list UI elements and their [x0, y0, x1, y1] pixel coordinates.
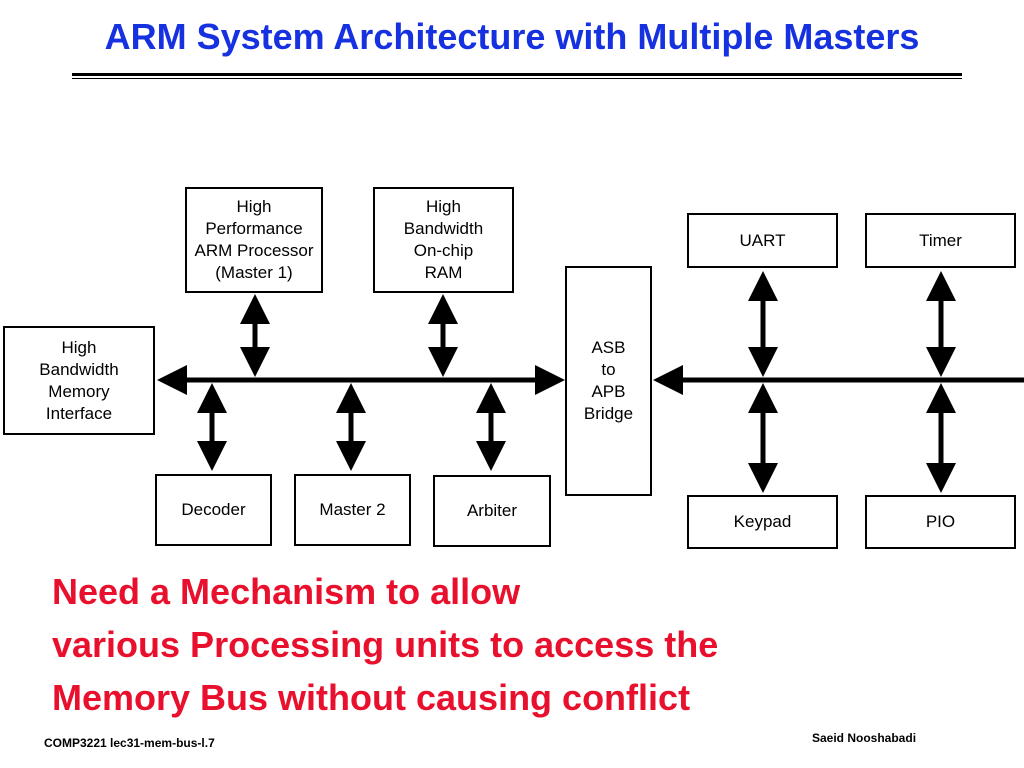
problem-line-2: various Processing units to access the [52, 624, 719, 665]
problem-statement: Need a Mechanism to allow various Proces… [52, 565, 718, 724]
uart-block: UART [687, 213, 838, 268]
bridge-block: ASB to APB Bridge [565, 266, 652, 496]
problem-line-3: Memory Bus without causing conflict [52, 677, 691, 718]
problem-line-1: Need a Mechanism to allow [52, 571, 521, 612]
onchip-ram-block: High Bandwidth On-chip RAM [373, 187, 514, 293]
footer-author: Saeid Nooshabadi [812, 731, 917, 745]
decoder-block: Decoder [155, 474, 272, 546]
title-divider [72, 73, 962, 79]
arbiter-block: Arbiter [433, 475, 551, 547]
arm-processor-block: High Performance ARM Processor (Master 1… [185, 187, 323, 293]
footer-course-label: COMP3221 lec31-mem-bus-l.7 [44, 736, 215, 750]
pio-block: PIO [865, 495, 1016, 549]
master2-block: Master 2 [294, 474, 411, 546]
timer-block: Timer [865, 213, 1016, 268]
memory-interface-block: High Bandwidth Memory Interface [3, 326, 155, 435]
keypad-block: Keypad [687, 495, 838, 549]
slide-title: ARM System Architecture with Multiple Ma… [104, 16, 920, 57]
